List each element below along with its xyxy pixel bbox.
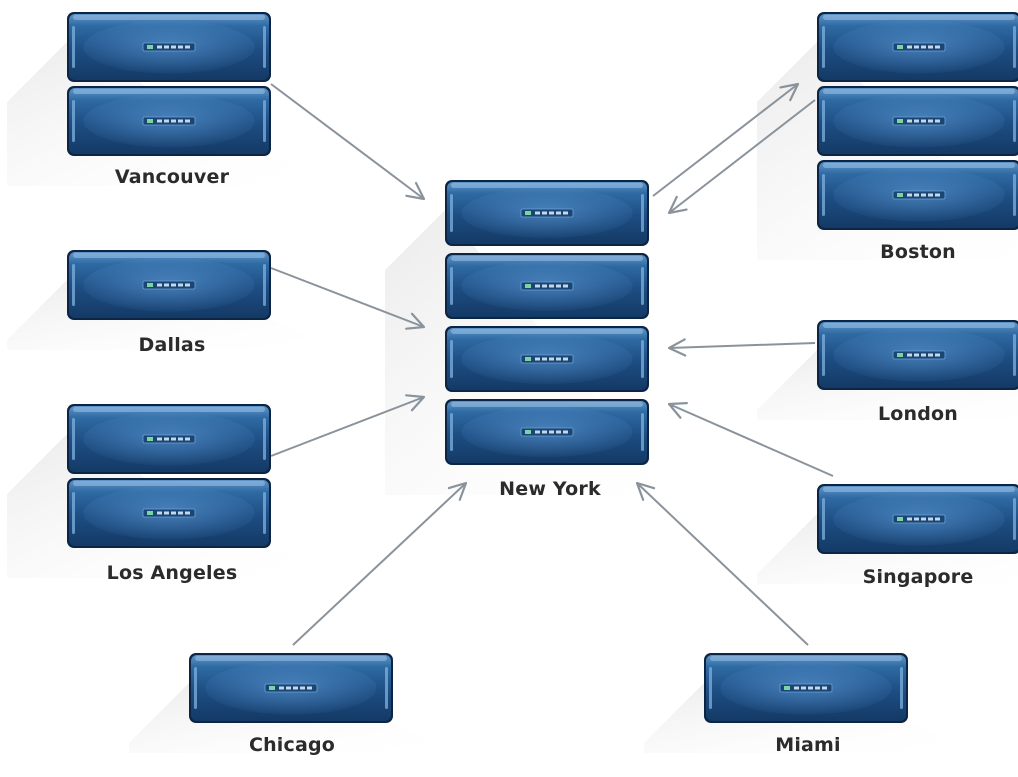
vendor-logo-icon (520, 208, 574, 218)
site-label-chicago: Chicago (248, 734, 336, 756)
arrow-vancouver-to-new-york (270, 83, 426, 201)
site-label-boston: Boston (880, 241, 956, 263)
site-label-miami: Miami (775, 734, 841, 756)
vendor-logo-icon (892, 190, 946, 200)
new-york-server-unit (445, 253, 649, 319)
chicago-server-unit (189, 653, 393, 723)
los-angeles-server-unit (67, 478, 271, 548)
dallas-server-unit (67, 250, 271, 320)
boston-server-unit (817, 160, 1018, 230)
arrow-chicago-to-new-york (292, 481, 468, 646)
vendor-logo-icon (520, 281, 574, 291)
site-label-dallas: Dallas (138, 334, 206, 356)
arrow-layer (270, 82, 834, 646)
arrow-miami-to-new-york (635, 481, 809, 646)
vendor-logo-icon (142, 508, 196, 518)
vendor-logo-icon (779, 683, 833, 693)
singapore-server-unit (817, 484, 1018, 554)
vendor-logo-icon (142, 280, 196, 290)
arrow-london-to-new-york (667, 338, 816, 357)
new-york-server-unit (445, 399, 649, 465)
arrow-dallas-to-new-york (270, 267, 426, 330)
vendor-logo-icon (520, 354, 574, 364)
arrow-new-york-to-boston (652, 82, 800, 197)
vendor-logo-icon (142, 116, 196, 126)
vendor-logo-icon (892, 116, 946, 126)
london-server-unit (817, 320, 1018, 390)
vancouver-server-unit (67, 12, 271, 82)
miami-server-unit (704, 653, 908, 723)
vendor-logo-icon (264, 683, 318, 693)
vendor-logo-icon (892, 42, 946, 52)
site-label-los-angeles: Los Angeles (106, 562, 238, 584)
vancouver-server-unit (67, 86, 271, 156)
site-label-london: London (877, 403, 959, 425)
arrow-singapore-to-new-york (667, 402, 834, 477)
vendor-logo-icon (520, 427, 574, 437)
arrow-los-angeles-to-new-york (270, 394, 426, 457)
los-angeles-server-unit (67, 404, 271, 474)
boston-server-unit (817, 86, 1018, 156)
vendor-logo-icon (142, 434, 196, 444)
vendor-logo-icon (892, 514, 946, 524)
new-york-server-unit (445, 326, 649, 392)
new-york-server-unit (445, 180, 649, 246)
site-label-new-york: New York (499, 478, 601, 500)
site-label-vancouver: Vancouver (114, 166, 230, 188)
vendor-logo-icon (892, 350, 946, 360)
boston-server-unit (817, 12, 1018, 82)
unit-layer (67, 12, 1018, 723)
vendor-logo-icon (142, 42, 196, 52)
arrow-boston-to-new-york (667, 99, 816, 215)
site-label-singapore: Singapore (862, 566, 974, 588)
